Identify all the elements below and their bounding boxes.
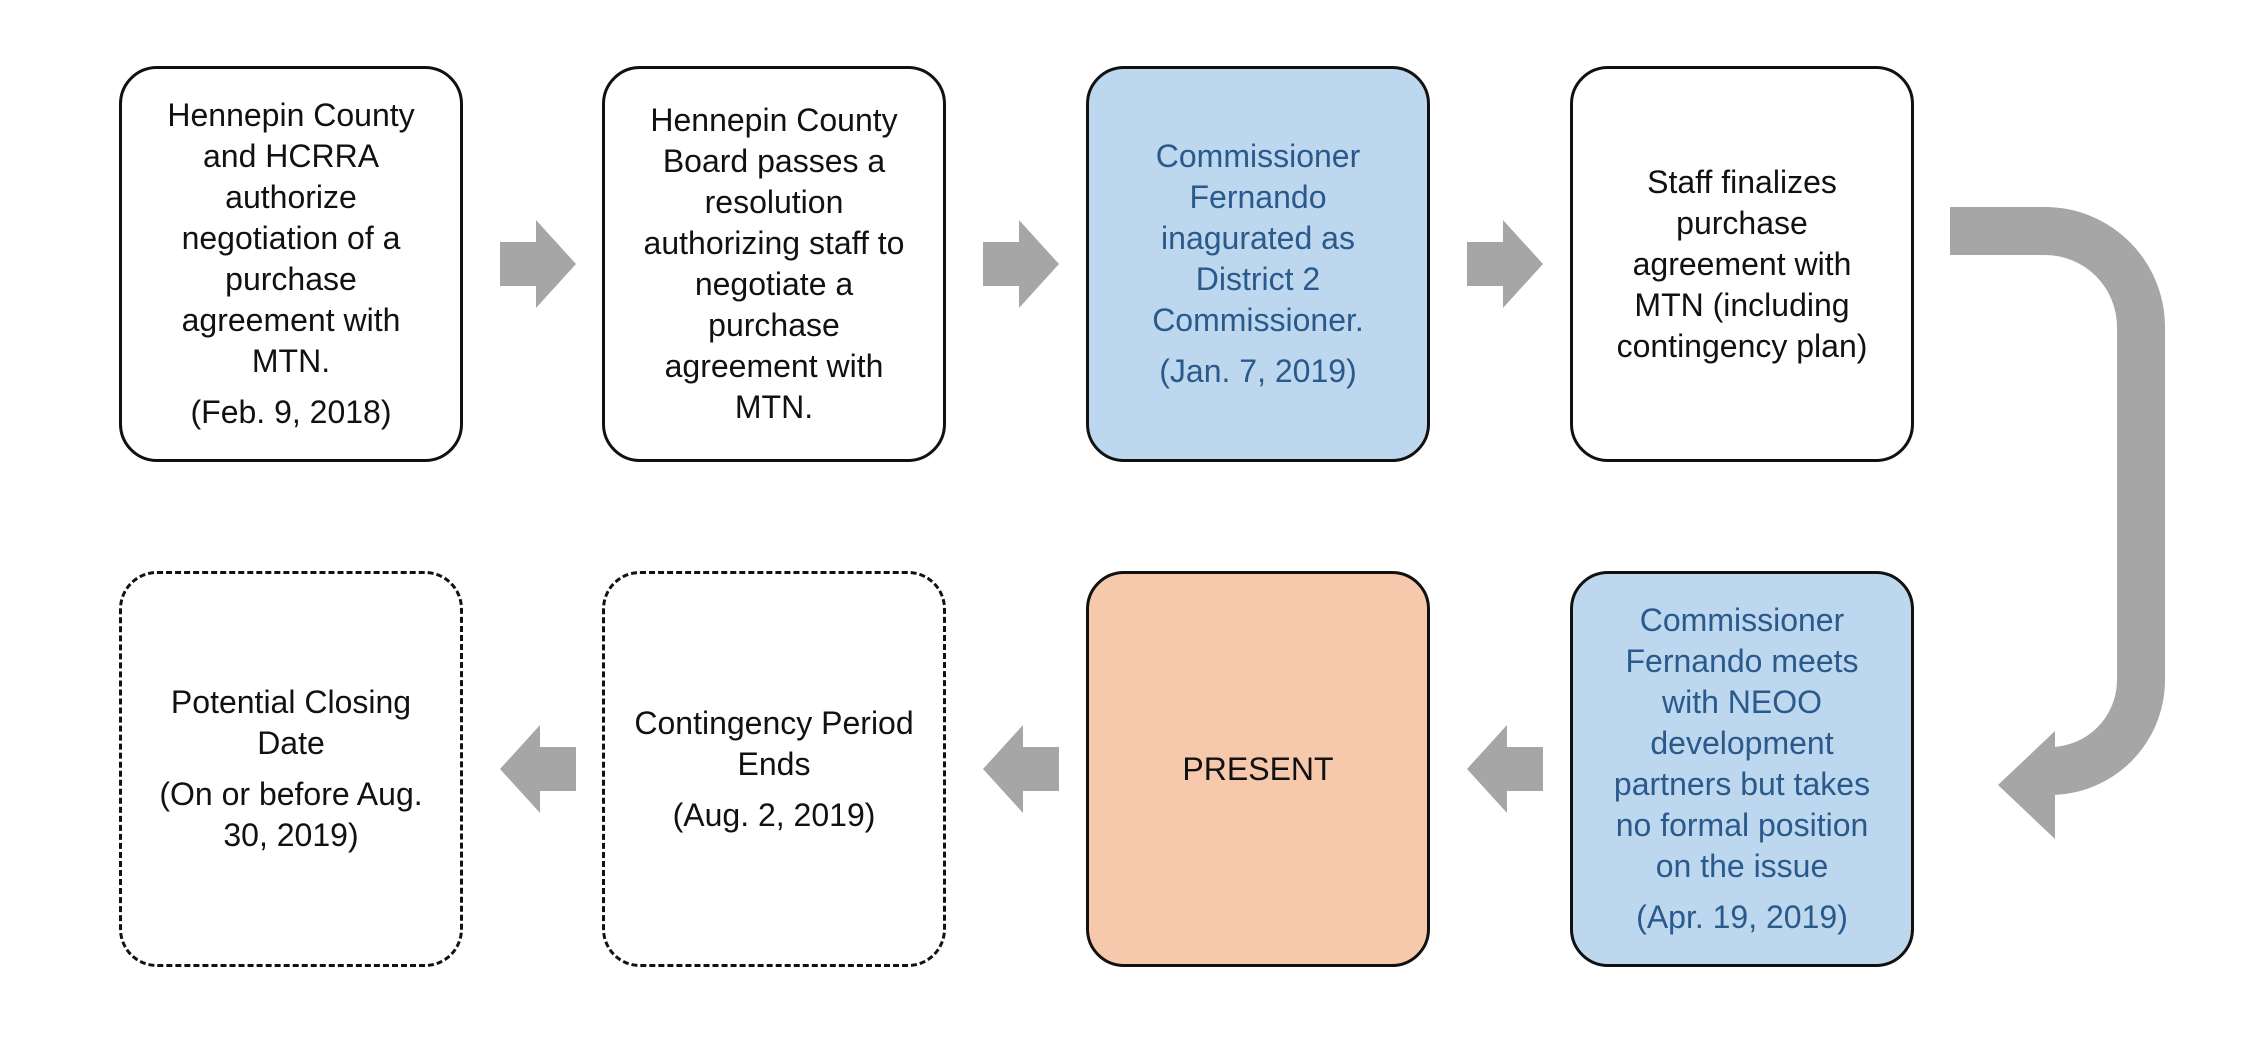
step-date: (Jan. 7, 2019) — [1159, 353, 1357, 389]
step-date: (On or before Aug. 30, 2019) — [159, 776, 423, 853]
step-text: Staff finalizes purchase agreement with … — [1616, 163, 1868, 364]
step-contingency-ends: Contingency Period Ends (Aug. 2, 2019) — [602, 571, 946, 967]
step-board-resolution: Hennepin County Board passes a resolutio… — [602, 66, 946, 462]
step-date: (Aug. 2, 2019) — [672, 796, 876, 833]
step-text: Hennepin County and HCRRA authorize nego… — [167, 97, 415, 379]
arrow-left-icon — [500, 725, 576, 813]
step-text: Commissioner Fernando inagurated as Dist… — [1152, 138, 1364, 338]
step-present: PRESENT — [1086, 571, 1430, 967]
step-text: PRESENT — [1182, 750, 1334, 787]
step-date: (Apr. 19, 2019) — [1636, 899, 1848, 935]
arrow-right-icon — [983, 220, 1059, 308]
arrow-right-icon — [500, 220, 576, 308]
step-text: Potential Closing Date — [170, 684, 412, 761]
step-commissioner-meets: Commissioner Fernando meets with NEOO de… — [1570, 571, 1914, 967]
step-authorize-negotiation: Hennepin County and HCRRA authorize nego… — [119, 66, 463, 462]
step-commissioner-inaugurated: Commissioner Fernando inagurated as Dist… — [1086, 66, 1430, 462]
arrow-left-icon — [1467, 725, 1543, 813]
arrow-right-icon — [1467, 220, 1543, 308]
step-date: (Feb. 9, 2018) — [190, 394, 392, 430]
step-text: Hennepin County Board passes a resolutio… — [643, 102, 905, 425]
step-potential-closing: Potential Closing Date (On or before Aug… — [119, 571, 463, 967]
step-text: Contingency Period Ends — [634, 704, 914, 782]
step-text: Commissioner Fernando meets with NEOO de… — [1613, 602, 1871, 884]
arrow-left-icon — [983, 725, 1059, 813]
step-staff-finalizes: Staff finalizes purchase agreement with … — [1570, 66, 1914, 462]
